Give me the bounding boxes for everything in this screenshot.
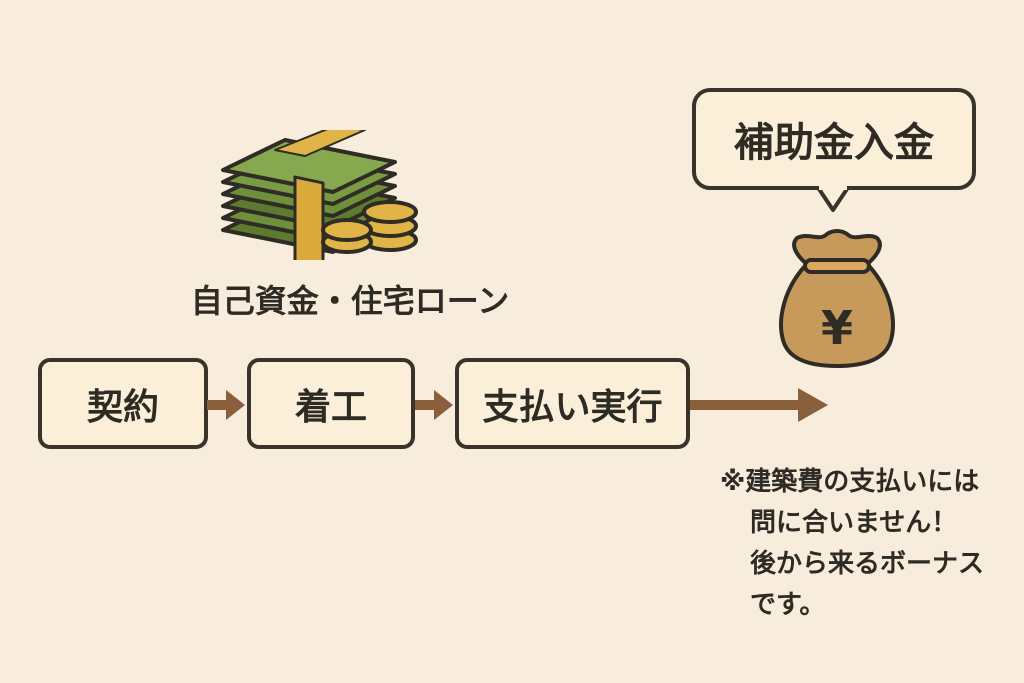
step-construction-start: 着工 <box>247 358 415 449</box>
note-line: です。 <box>750 590 826 620</box>
note-line: 問に合いません！ <box>750 508 958 538</box>
note-text: ※建築費の支払いには 問に合いません！ 後から来るボーナス です。 <box>720 462 984 626</box>
note-line: 後から来るボーナス <box>750 549 985 579</box>
step-contract: 契約 <box>38 358 208 449</box>
money-bag-icon: ¥ <box>779 229 895 368</box>
bubble-tail <box>815 186 851 212</box>
cash-and-coins-icon <box>221 130 418 260</box>
step-payment: 支払い実行 <box>455 358 690 449</box>
arrow-icon <box>415 390 453 420</box>
yen-symbol: ¥ <box>821 301 853 355</box>
flow-arrows <box>207 388 828 422</box>
arrow-icon <box>207 390 245 420</box>
funding-label: 自己資金・住宅ローン <box>190 282 510 320</box>
subsidy-speech-bubble: 補助金入金 <box>692 88 976 190</box>
arrow-icon <box>690 388 828 422</box>
note-line: ※建築費の支払いには <box>720 467 980 497</box>
